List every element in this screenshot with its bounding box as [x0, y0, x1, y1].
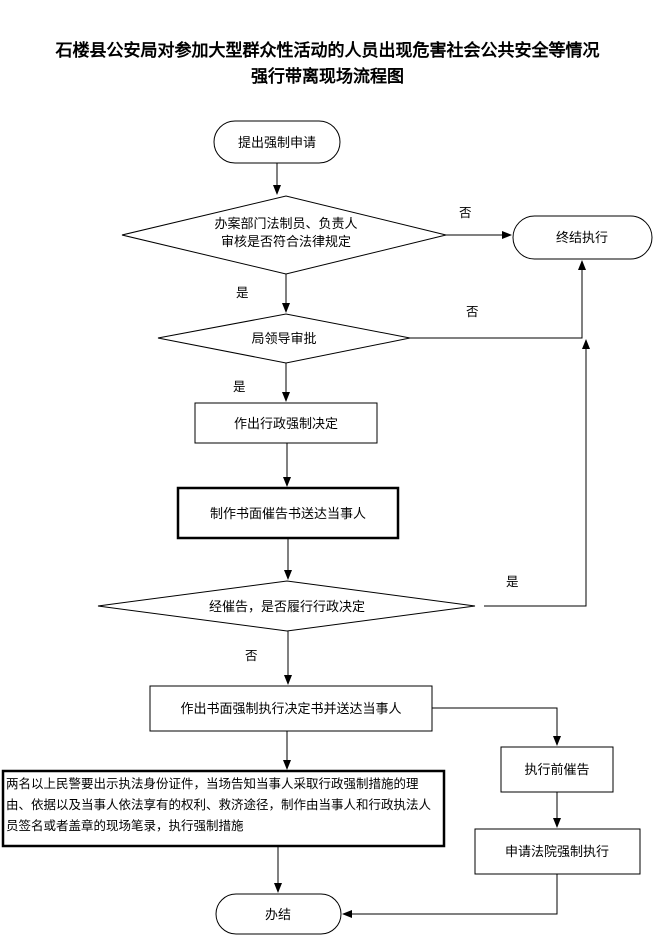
- start-terminal: 提出强制申请: [213, 120, 341, 164]
- label-check-no: 否: [245, 648, 258, 663]
- arrow-check-to-terminate: [484, 339, 590, 607]
- onsite-enforcement-label: 两名以上民警要出示执法身份证件，当场告知当事人采取行政强制措施的理由、依据以及当…: [6, 776, 432, 833]
- label-leader-yes: 是: [233, 379, 246, 394]
- arrow-written-to-pre-notice: [432, 707, 561, 746]
- pre-enforcement-notice-box: 执行前催告: [500, 746, 614, 793]
- pre-enforcement-notice-label: 执行前催告: [524, 762, 589, 778]
- terminate-terminal-label: 终结执行: [556, 230, 608, 246]
- court-enforcement-box: 申请法院强制执行: [474, 828, 641, 875]
- review-diamond-label-line-2: 审核是否符合法律规定: [221, 234, 351, 250]
- terminate-terminal: 终结执行: [512, 215, 653, 260]
- label-leader-no: 否: [466, 304, 479, 319]
- compliance-check-diamond: 经催告，是否履行行政决定: [97, 580, 476, 632]
- review-diamond-label-line-1: 办案部门法制员、负责人: [214, 217, 357, 232]
- onsite-enforcement-box: [1, 769, 446, 848]
- label-review-no: 否: [459, 205, 472, 220]
- written-decision-box: 作出书面强制执行决定书并送达当事人: [149, 685, 433, 732]
- page-title-line-2: 强行带离现场流程图: [251, 67, 404, 87]
- connectors: [273, 163, 590, 918]
- notice-box: 制作书面催告书送达当事人: [176, 486, 400, 540]
- written-decision-label: 作出书面强制执行决定书并送达当事人: [180, 702, 401, 717]
- end-terminal: 办结: [215, 893, 342, 935]
- administrative-decision-box: 作出行政强制决定: [194, 402, 378, 444]
- court-enforcement-label: 申请法院强制执行: [505, 845, 609, 860]
- page-title-line-1: 石楼县公安局对参加大型群众性活动的人员出现危害社会公共安全等情况: [55, 41, 600, 61]
- label-review-yes: 是: [236, 285, 249, 300]
- start-terminal-label: 提出强制申请: [238, 135, 316, 151]
- notice-label: 制作书面催告书送达当事人: [210, 507, 366, 522]
- label-check-yes: 是: [506, 574, 519, 589]
- administrative-decision-label: 作出行政强制决定: [234, 417, 338, 432]
- arrow-court-to-end: [342, 874, 558, 918]
- end-terminal-label: 办结: [265, 908, 291, 923]
- arrow-leader-to-terminate: [410, 260, 586, 339]
- review-diamond: 办案部门法制员、负责人 审核是否符合法律规定: [121, 195, 447, 275]
- compliance-check-label: 经催告，是否履行行政决定: [209, 600, 365, 615]
- leader-approval-label: 局领导审批: [251, 332, 316, 347]
- leader-approval-diamond: 局领导审批: [157, 313, 411, 364]
